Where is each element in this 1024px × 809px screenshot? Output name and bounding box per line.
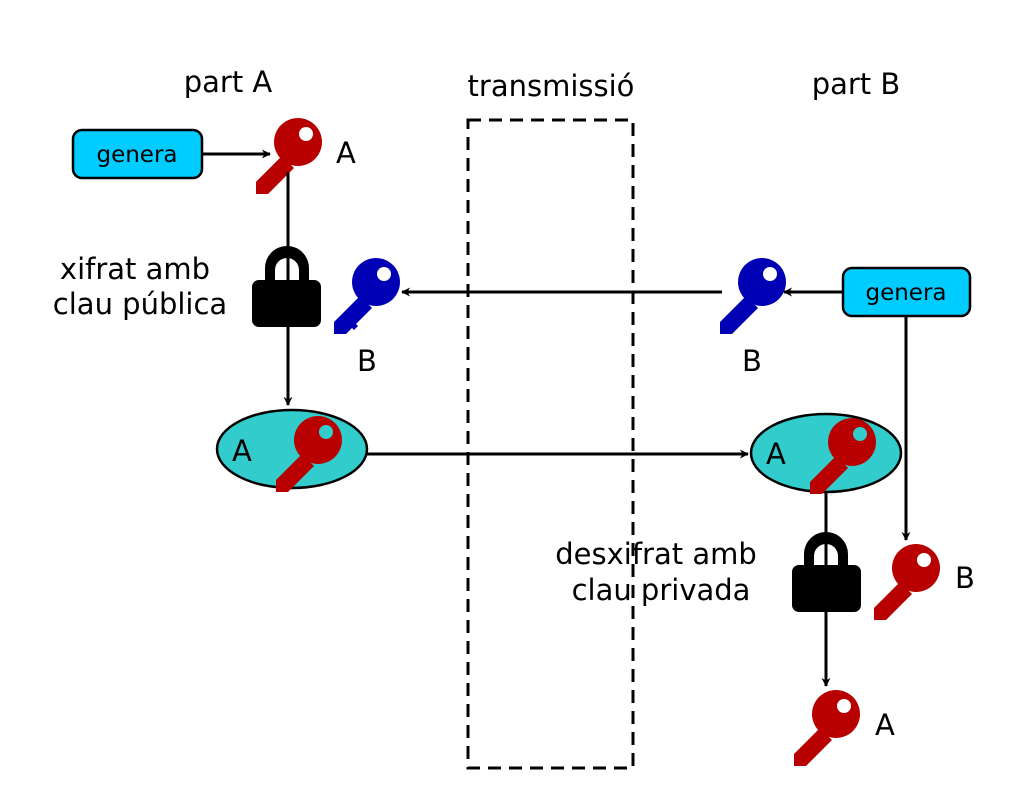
decrypt-caption-line1: desxifrat amb (555, 537, 757, 571)
decrypt-caption-line2: clau privada (572, 573, 751, 607)
envelope-a-label: A (232, 434, 252, 468)
transmission-channel-box (466, 118, 635, 770)
encrypt-caption-line1: xifrat amb (60, 252, 210, 286)
lock-icon (252, 246, 321, 327)
key-icon (256, 118, 322, 194)
key-icon (810, 418, 876, 494)
key-b-label-party-a: B (357, 344, 377, 378)
received-envelope-label: A (766, 437, 786, 471)
transmission-header: transmissió (468, 69, 635, 103)
key-b-label-party-b: B (742, 344, 762, 378)
party-a-header: part A (184, 65, 273, 99)
key-icon (334, 258, 400, 334)
key-icon (874, 544, 940, 620)
result-key-a-label: A (875, 708, 895, 742)
party-b-generate-button[interactable]: genera (841, 266, 972, 318)
received-envelope-a: A (749, 412, 903, 494)
private-key-b-label: B (955, 561, 975, 595)
key-icon (276, 416, 342, 492)
key-a-label: A (336, 136, 356, 170)
party-a-generate-label: genera (96, 142, 177, 168)
encrypt-caption-line2: clau pública (53, 287, 227, 321)
key-icon (794, 690, 860, 766)
key-icon (720, 258, 786, 334)
encrypted-envelope-a: A (215, 408, 369, 492)
party-a-generate-button[interactable]: genera (71, 128, 204, 180)
party-b-generate-label: genera (865, 280, 946, 306)
party-b-header: part B (812, 67, 901, 101)
